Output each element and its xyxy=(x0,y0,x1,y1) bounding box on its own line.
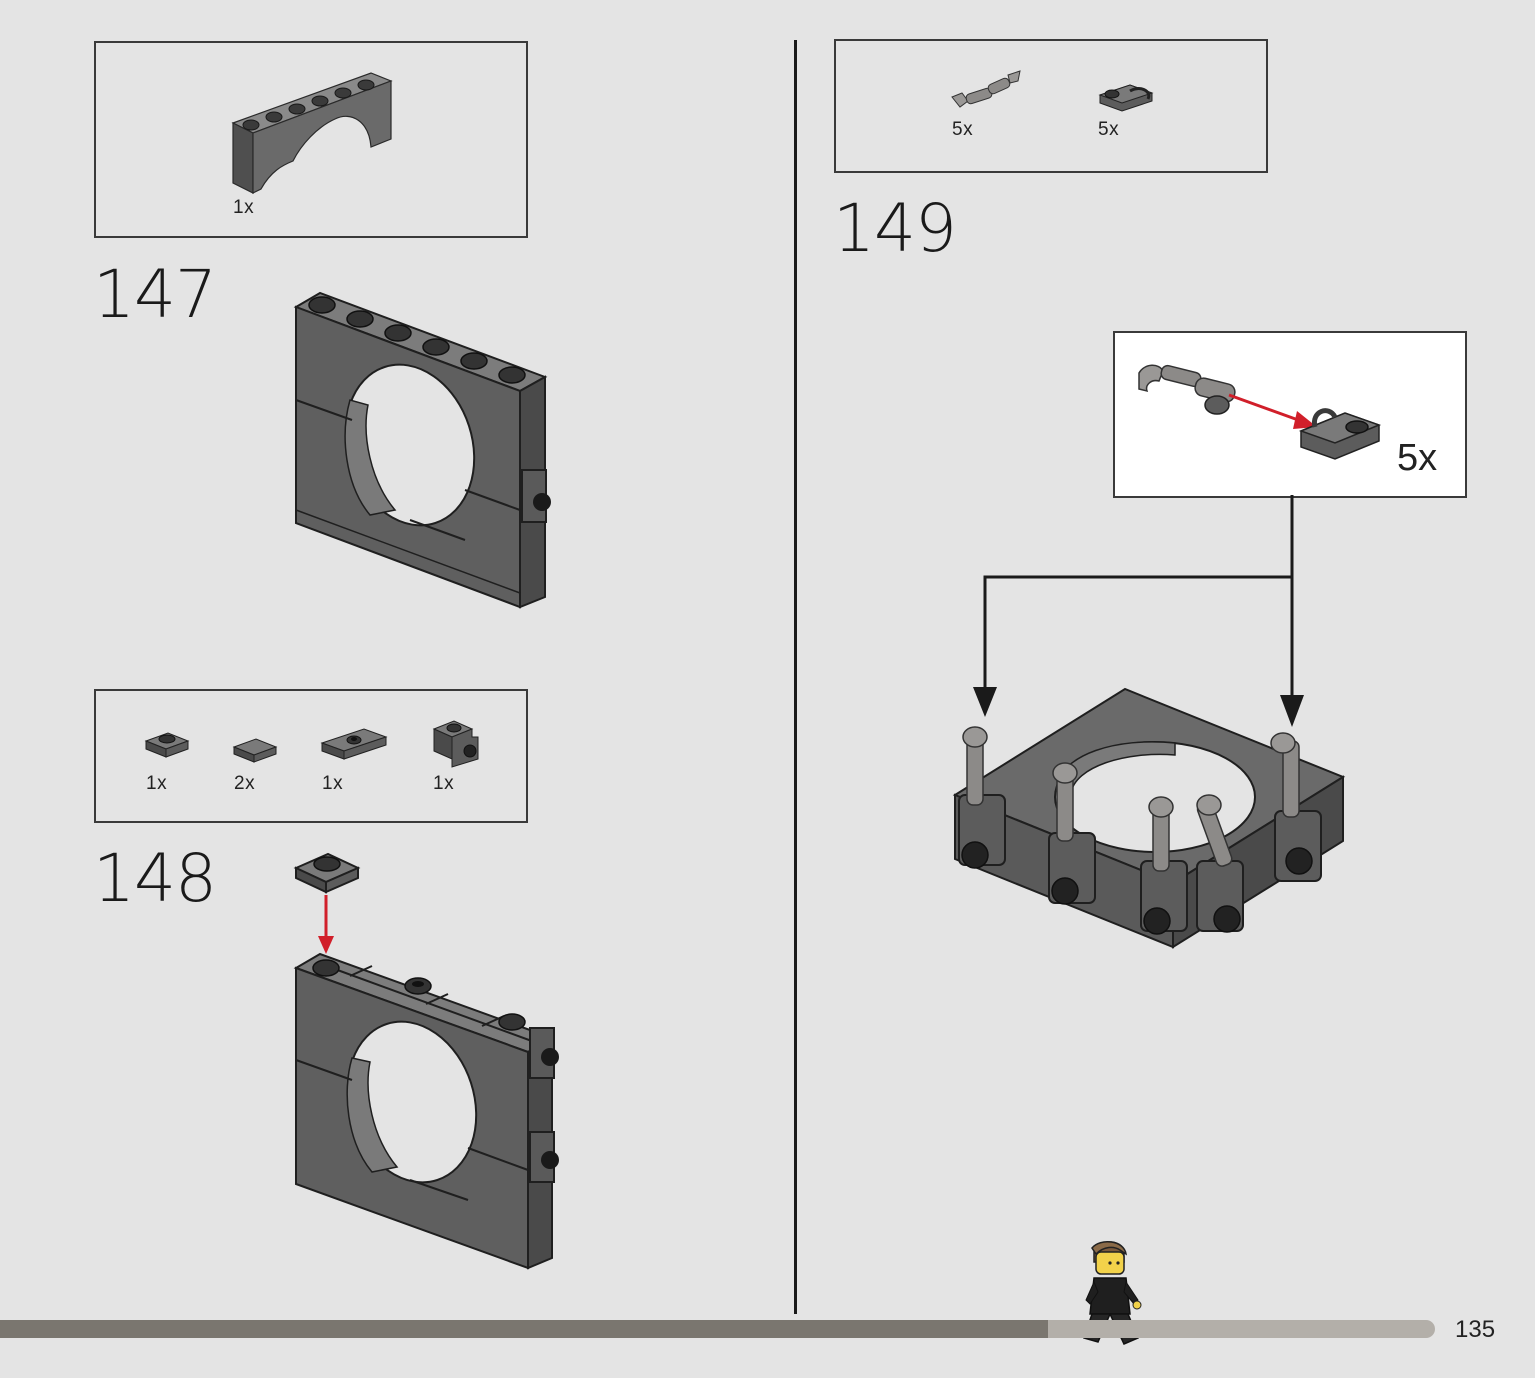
callout-clip-plate-icon xyxy=(1298,408,1382,460)
step-148-parts-box: 1x 2x 1x 1x xyxy=(94,689,528,823)
arch-brick-icon xyxy=(231,72,393,194)
part-qty: 1x xyxy=(433,773,455,794)
placement-arrows xyxy=(973,495,1304,727)
step-number-147: 147 xyxy=(93,256,217,333)
step-number-148: 148 xyxy=(93,840,217,917)
page-number: 135 xyxy=(1455,1316,1496,1343)
part-qty: 1x xyxy=(322,773,344,794)
part-qty: 1x xyxy=(233,197,255,218)
progress-bar xyxy=(0,1320,1435,1338)
callout-arrow xyxy=(1228,393,1317,429)
step-149-parts-box: 5x 5x xyxy=(834,39,1268,173)
step-number-149: 149 xyxy=(833,190,957,267)
jumper-plate-icon xyxy=(320,728,388,760)
robot-arm-icon xyxy=(951,70,1021,108)
clip-plate-icon xyxy=(1098,84,1154,112)
subassembly-callout: 5x xyxy=(1113,331,1467,498)
page-divider xyxy=(794,40,797,1314)
base-with-arms-model xyxy=(952,687,1346,949)
tile-1x1-icon xyxy=(232,738,278,763)
plate-1x1-icon xyxy=(144,732,190,758)
part-qty: 5x xyxy=(1098,119,1120,140)
progress-fill xyxy=(0,1320,1048,1338)
bracket-brick-icon xyxy=(432,720,479,768)
part-qty: 5x xyxy=(952,119,974,140)
part-qty: 1x xyxy=(146,773,168,794)
callout-qty: 5x xyxy=(1397,437,1438,479)
arch-wall-model-147 xyxy=(293,291,551,609)
step-147-parts-box: 1x xyxy=(94,41,528,238)
callout-robot-arm-icon xyxy=(1138,364,1236,415)
arch-wall-model-148 xyxy=(293,852,559,1270)
falling-plate xyxy=(293,852,361,894)
part-qty: 2x xyxy=(234,773,256,794)
